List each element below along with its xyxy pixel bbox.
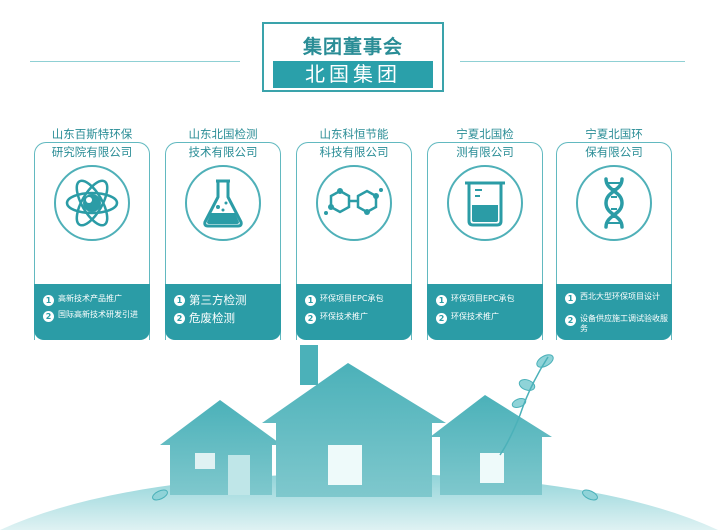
item-text: 设备供应施工调试验收服务 xyxy=(580,314,668,333)
number-badge: 2 xyxy=(43,311,54,322)
company-card-4 xyxy=(427,142,543,340)
number-badge: 2 xyxy=(305,313,316,324)
house-center xyxy=(262,345,446,497)
title-box: 集团董事会 北国集团 xyxy=(262,22,444,92)
company-name-line2: 技术有限公司 xyxy=(188,145,258,159)
company-panel-3: 1 环保项目EPC承包 2 环保技术推广 xyxy=(296,284,412,340)
company-name-4: 宁夏北国检 测有限公司 xyxy=(427,125,543,161)
company-name-5: 宁夏北国环 保有限公司 xyxy=(556,125,672,161)
number-badge: 1 xyxy=(436,295,447,306)
number-badge: 2 xyxy=(174,313,185,324)
item-text: 环保技术推广 xyxy=(451,312,499,321)
item-text: 危废检测 xyxy=(189,311,235,325)
list-item: 1 环保项目EPC承包 xyxy=(305,294,408,306)
dna-icon xyxy=(576,165,652,241)
header-line-left xyxy=(30,61,240,62)
company-card-5 xyxy=(556,142,672,340)
header-line-right xyxy=(460,61,685,62)
company-panel-1: 1 高新技术产品推广 2 国际高新技术研发引进 xyxy=(34,284,150,340)
company-card-3 xyxy=(296,142,412,340)
house-left xyxy=(160,400,282,495)
company-name-2: 山东北国检测 技术有限公司 xyxy=(165,125,281,161)
grass-houses-illustration xyxy=(0,345,718,530)
number-badge: 2 xyxy=(436,313,447,324)
item-text: 西北大型环保项目设计 xyxy=(580,292,660,301)
company-name-line1: 山东北国检测 xyxy=(188,127,258,141)
company-card-1 xyxy=(34,142,150,340)
list-item: 2 环保技术推广 xyxy=(436,312,539,324)
company-panel-5: 1 西北大型环保项目设计 2 设备供应施工调试验收服务 xyxy=(556,284,672,340)
item-text: 环保项目EPC承包 xyxy=(320,294,384,303)
item-text: 高新技术产品推广 xyxy=(58,294,122,303)
list-item: 2 设备供应施工调试验收服务 xyxy=(565,314,668,334)
molecule-icon xyxy=(316,165,392,241)
list-item: 1 西北大型环保项目设计 xyxy=(565,292,668,304)
list-item: 2 环保技术推广 xyxy=(305,312,408,324)
company-name-line1: 宁夏北国环 xyxy=(585,127,643,141)
item-text: 第三方检测 xyxy=(189,293,247,307)
list-item: 1 环保项目EPC承包 xyxy=(436,294,539,306)
list-item: 1 高新技术产品推广 xyxy=(43,294,146,306)
company-panel-2: 1 第三方检测 2 危废检测 xyxy=(165,284,281,340)
house-right xyxy=(430,395,552,495)
list-item: 2 危废检测 xyxy=(174,312,277,325)
company-name-line2: 科技有限公司 xyxy=(319,145,389,159)
flask-icon xyxy=(185,165,261,241)
item-text: 国际高新技术研发引进 xyxy=(58,310,138,319)
item-text: 环保项目EPC承包 xyxy=(451,294,515,303)
company-name-line1: 宁夏北国检 xyxy=(456,127,514,141)
company-name-line1: 山东百斯特环保 xyxy=(51,127,133,141)
company-name-1: 山东百斯特环保 研究院有限公司 xyxy=(34,125,150,161)
number-badge: 1 xyxy=(174,295,185,306)
company-card-2 xyxy=(165,142,281,340)
company-name-line2: 测有限公司 xyxy=(456,145,514,159)
atom-icon xyxy=(54,165,130,241)
number-badge: 1 xyxy=(565,293,576,304)
number-badge: 1 xyxy=(305,295,316,306)
group-name-title: 北国集团 xyxy=(273,61,433,88)
company-name-line2: 保有限公司 xyxy=(585,145,643,159)
company-name-line1: 山东科恒节能 xyxy=(319,127,389,141)
company-name-3: 山东科恒节能 科技有限公司 xyxy=(296,125,412,161)
number-badge: 1 xyxy=(43,295,54,306)
company-name-line2: 研究院有限公司 xyxy=(51,145,133,159)
list-item: 1 第三方检测 xyxy=(174,294,277,307)
company-panel-4: 1 环保项目EPC承包 2 环保技术推广 xyxy=(427,284,543,340)
item-text: 环保技术推广 xyxy=(320,312,368,321)
beaker-icon xyxy=(447,165,523,241)
number-badge: 2 xyxy=(565,315,576,326)
list-item: 2 国际高新技术研发引进 xyxy=(43,310,146,322)
group-board-title: 集团董事会 xyxy=(302,36,403,58)
